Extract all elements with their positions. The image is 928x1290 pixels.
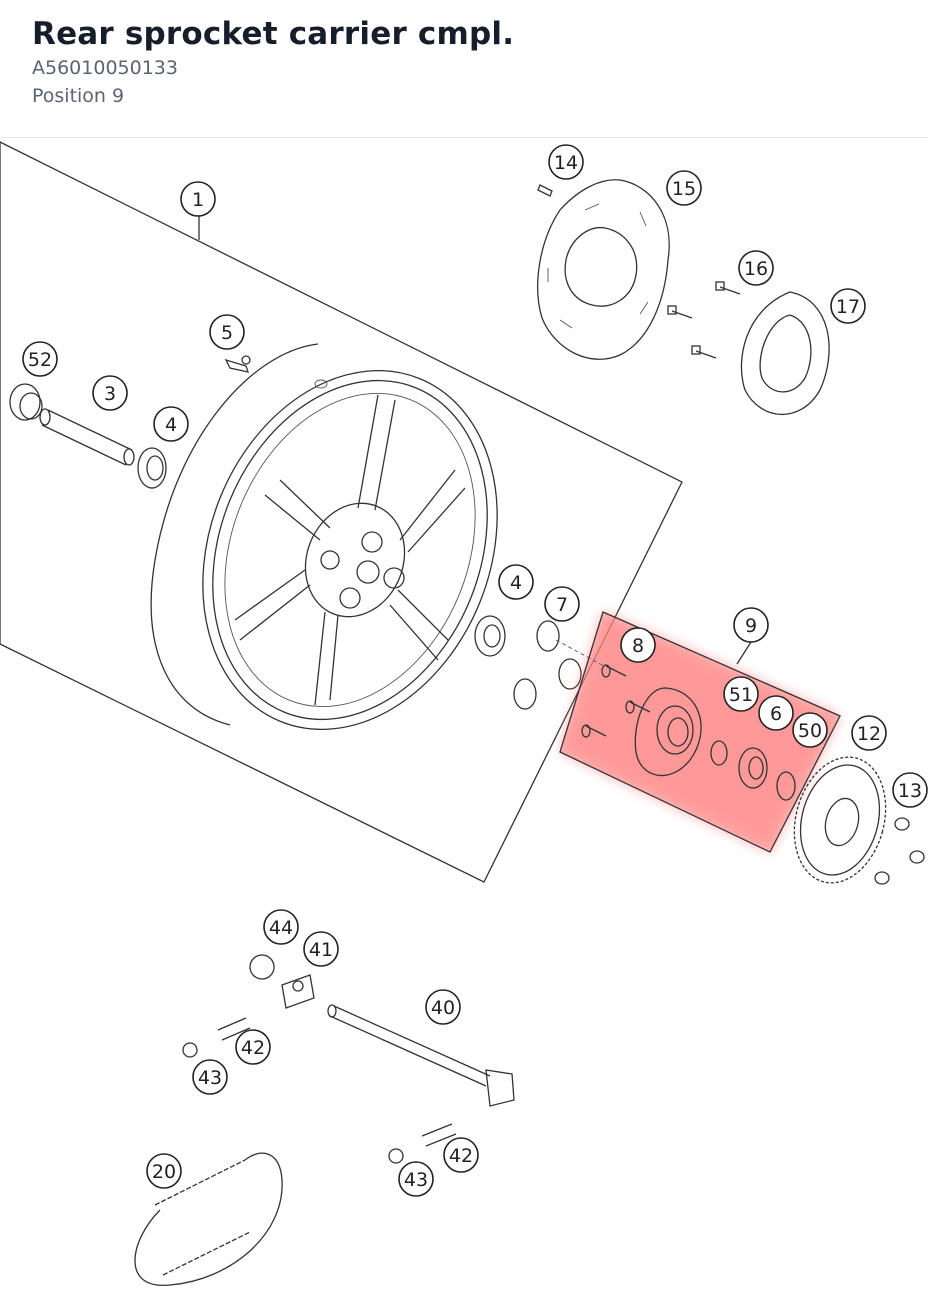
svg-text:7: 7 [556, 594, 568, 616]
svg-text:14: 14 [554, 152, 578, 174]
callout-6[interactable]: 6 [758, 695, 794, 731]
callout-3[interactable]: 3 [92, 375, 128, 411]
part-44-41-adjusters [249, 954, 315, 1009]
callout-17[interactable]: 17 [830, 288, 866, 324]
callout-40[interactable]: 40 [425, 989, 461, 1025]
callout-41[interactable]: 41 [303, 931, 339, 967]
part-number: A56010050133 [32, 57, 178, 79]
callout-4-left[interactable]: 4 [153, 406, 189, 442]
exploded-parts-diagram: 1 52 3 4 5 14 15 16 17 4 7 8 9 51 6 50 1… [0, 141, 928, 1286]
part-14-bolt [537, 184, 553, 197]
selected-part-highlight [559, 611, 841, 853]
callout-12[interactable]: 12 [851, 715, 887, 751]
part-5-valve [224, 355, 251, 373]
callout-43-lower[interactable]: 43 [398, 1161, 434, 1197]
callout-44[interactable]: 44 [263, 909, 299, 945]
svg-text:12: 12 [857, 723, 881, 745]
callout-1[interactable]: 1 [180, 181, 216, 217]
callout-20[interactable]: 20 [146, 1153, 182, 1189]
part-header: Rear sprocket carrier cmpl. A56010050133… [32, 14, 514, 110]
svg-text:13: 13 [898, 780, 922, 802]
part-12-rear-sprocket [793, 756, 887, 884]
svg-text:42: 42 [449, 1145, 473, 1167]
svg-text:4: 4 [510, 572, 522, 594]
svg-text:43: 43 [198, 1067, 222, 1089]
header-divider [0, 137, 928, 138]
part-52-seal [9, 383, 43, 421]
part-15-brake-disc [537, 179, 670, 360]
part-42-43-lower [388, 1123, 457, 1164]
part-13-nuts [874, 817, 925, 885]
svg-text:50: 50 [798, 720, 822, 742]
svg-text:41: 41 [309, 939, 333, 961]
callout-51[interactable]: 51 [723, 676, 759, 712]
callout-16[interactable]: 16 [738, 250, 774, 286]
callout-7[interactable]: 7 [544, 586, 580, 622]
part-20-chain [134, 1152, 283, 1286]
callout-42-upper[interactable]: 42 [235, 1029, 271, 1065]
callout-9-selected[interactable]: 9 [733, 607, 769, 643]
svg-text:51: 51 [729, 684, 753, 706]
part-40-axle [327, 1004, 515, 1107]
callout-43-upper[interactable]: 43 [192, 1059, 228, 1095]
position-label: Position 9 [32, 85, 125, 107]
callout-50[interactable]: 50 [792, 712, 828, 748]
svg-text:4: 4 [165, 414, 177, 436]
callout-4-right[interactable]: 4 [498, 564, 534, 600]
svg-text:3: 3 [104, 383, 116, 405]
callout-14[interactable]: 14 [548, 144, 584, 180]
rear-wheel [150, 343, 498, 731]
part-8-studs [555, 639, 651, 738]
part-9-sprocket-carrier [634, 687, 702, 777]
svg-text:42: 42 [241, 1037, 265, 1059]
part-3-spacer [39, 408, 135, 466]
callout-52[interactable]: 52 [22, 341, 58, 377]
callouts: 1 52 3 4 5 14 15 16 17 4 7 8 9 51 6 50 1… [22, 144, 928, 1197]
svg-text:43: 43 [404, 1169, 428, 1191]
callout-15[interactable]: 15 [666, 170, 702, 206]
part-16-bolts [667, 281, 741, 359]
svg-text:1: 1 [192, 189, 204, 211]
svg-text:15: 15 [672, 178, 696, 200]
svg-text:5: 5 [221, 322, 233, 344]
callout-5[interactable]: 5 [209, 314, 245, 350]
callout-42-lower[interactable]: 42 [443, 1137, 479, 1173]
svg-text:9: 9 [745, 615, 757, 637]
svg-text:17: 17 [836, 296, 860, 318]
part-51-6-50-bearings [710, 740, 796, 801]
part-42-43-upper [182, 1017, 251, 1058]
callout-8[interactable]: 8 [620, 627, 656, 663]
part-17-disc-guard [740, 291, 830, 415]
svg-text:52: 52 [28, 349, 52, 371]
part-4-bearing-right [474, 615, 506, 657]
svg-text:44: 44 [269, 917, 293, 939]
svg-text:20: 20 [152, 1161, 176, 1183]
callout-13[interactable]: 13 [892, 772, 928, 808]
svg-text:8: 8 [632, 635, 644, 657]
page-title: Rear sprocket carrier cmpl. [32, 16, 515, 52]
part-7-spacer [513, 620, 582, 710]
svg-text:40: 40 [431, 997, 455, 1019]
wheel-assembly-frame [0, 141, 683, 883]
part-4-bearing-left [137, 447, 167, 489]
svg-text:6: 6 [770, 703, 782, 725]
svg-text:16: 16 [744, 258, 768, 280]
